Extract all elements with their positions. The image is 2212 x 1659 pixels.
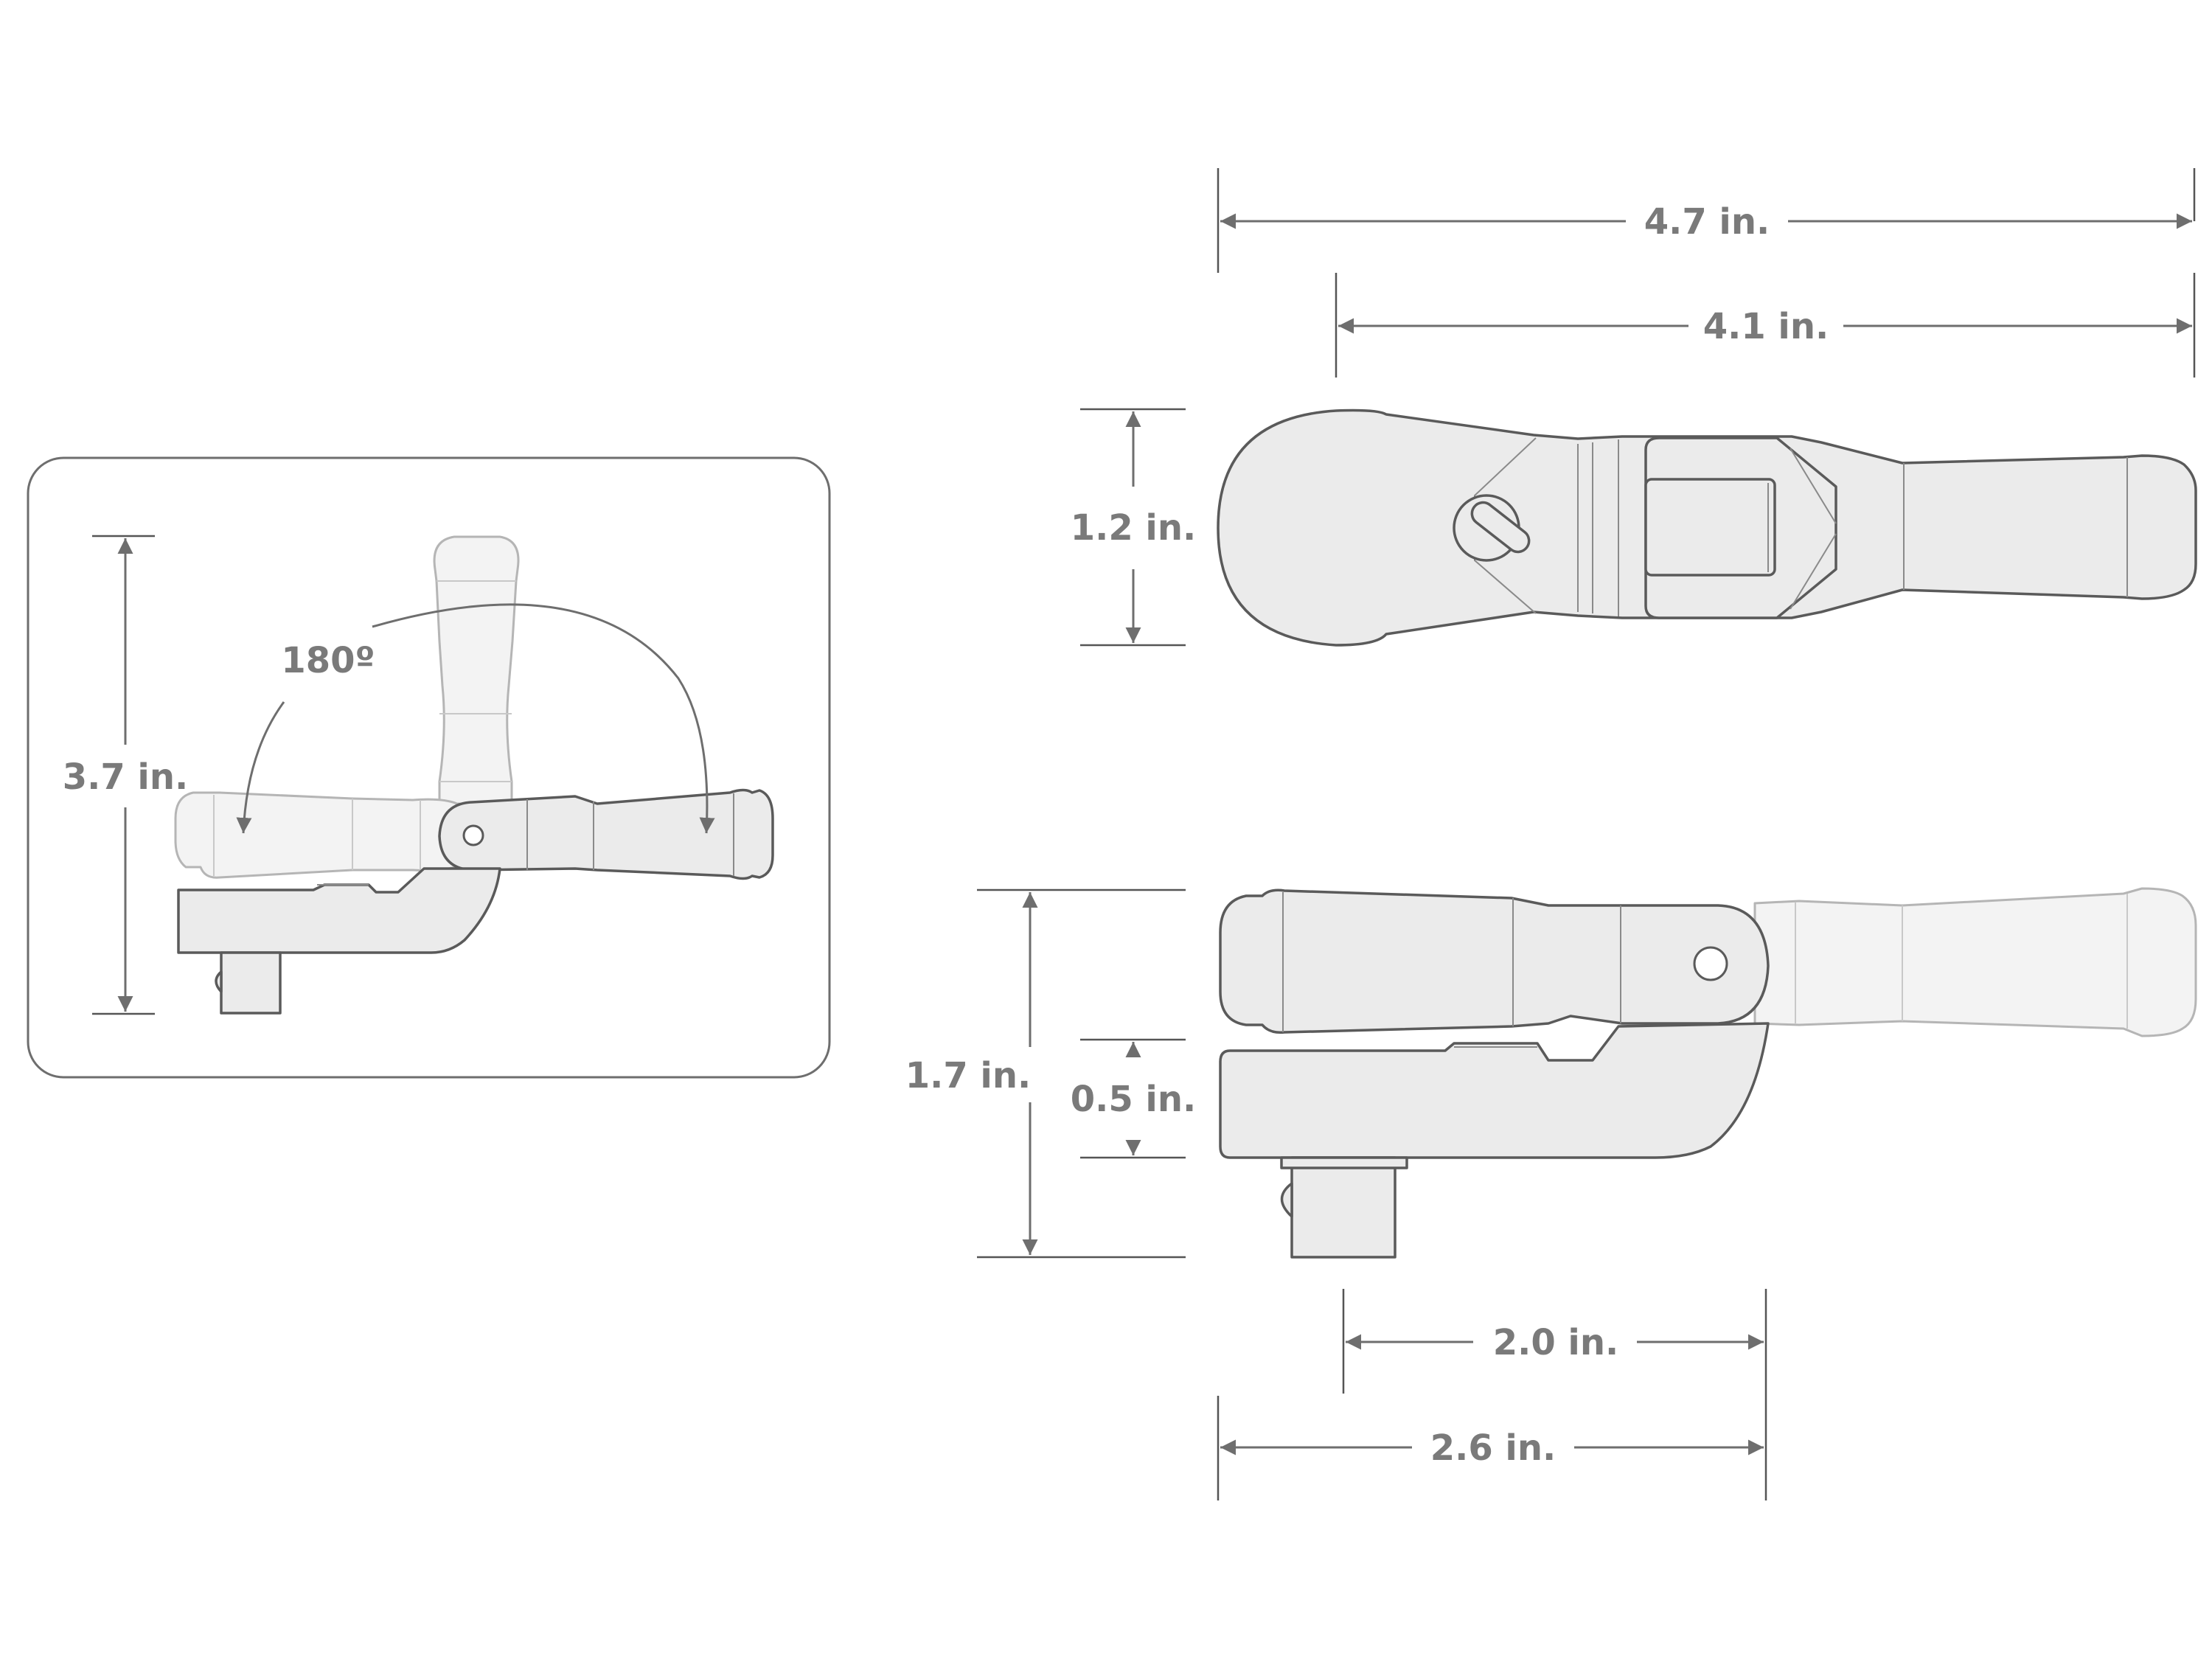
ghost-left-handle (174, 791, 459, 879)
handle-length-label: 4.1 in. (1703, 306, 1829, 347)
dim-head-width: 1.2 in. (1071, 408, 1197, 647)
profile-height-label: 1.7 in. (905, 1055, 1032, 1096)
overall-length-label: 4.7 in. (1644, 201, 1770, 243)
top-view: 4.7 in. 4.1 in. 1.2 in. (1071, 168, 2197, 647)
dim-swing-height: 3.7 in. (63, 535, 189, 1015)
head-width-label: 1.2 in. (1071, 507, 1197, 549)
dim-swing-angle: 180º (236, 603, 715, 834)
dim-pivot-offset: 2.0 in. (1342, 1289, 1767, 1500)
ghost-extended-handle (1753, 887, 2197, 1037)
dim-profile-height: 1.7 in. (905, 888, 1186, 1259)
head-thickness-label: 0.5 in. (1071, 1079, 1197, 1120)
pivot-offset-label: 2.0 in. (1493, 1322, 1619, 1363)
swing-height-label: 3.7 in. (63, 757, 189, 798)
dim-handle-length: 4.1 in. (1335, 273, 2196, 378)
dim-head-thickness: 0.5 in. (1071, 1038, 1197, 1159)
side-handle (1219, 888, 1770, 1034)
dim-head-to-pivot: 2.6 in. (1217, 1396, 1764, 1500)
head-to-pivot-label: 2.6 in. (1430, 1427, 1557, 1469)
inset-panel: 3.7 in. 180º (27, 456, 831, 1079)
side-view: 1.7 in. 0.5 in. 2.0 in. 2.6 in. (905, 887, 2197, 1500)
side-head (1219, 1022, 1770, 1259)
inset-head (177, 867, 501, 1015)
swing-angle-label: 180º (281, 640, 375, 681)
dim-overall-length: 4.7 in. (1217, 168, 2196, 273)
ghost-vertical-handle (433, 535, 520, 805)
inset-handle (438, 788, 774, 880)
ratchet-top-view (1217, 408, 2197, 647)
